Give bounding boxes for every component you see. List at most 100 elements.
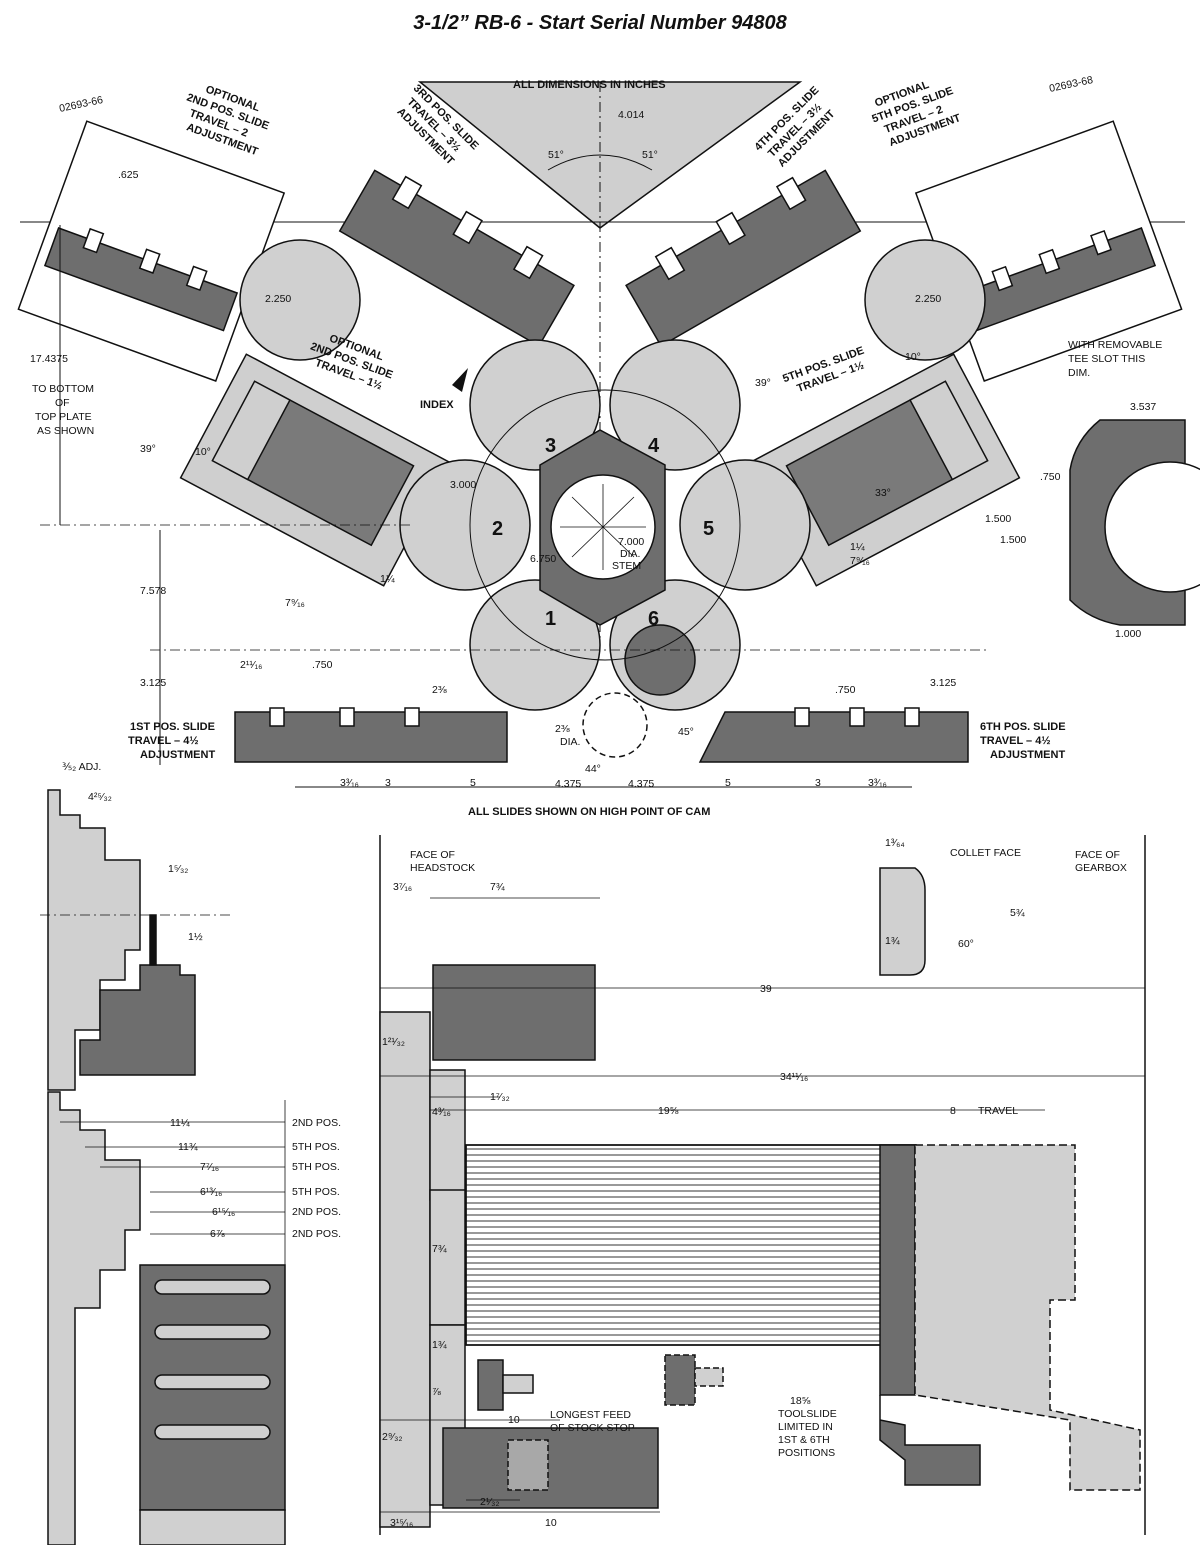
dimension-label: 1¾	[432, 1339, 447, 1351]
label-opt5-top: OPTIONAL 5TH POS. SLIDE TRAVEL – 2 ADJUS…	[870, 79, 962, 149]
note-all-dimensions: ALL DIMENSIONS IN INCHES	[513, 79, 666, 91]
dim-45: 45°	[678, 726, 694, 738]
spindle-2: 2	[492, 518, 503, 540]
dimension-label: 3	[385, 777, 391, 789]
dim-1500-b: 1.500	[1000, 534, 1026, 546]
side-elevation	[379, 835, 1146, 1535]
dimension-label: TOP PLATE	[35, 411, 92, 423]
index-arrow-icon	[452, 368, 468, 392]
dim-adj: ⅗₂ ADJ.	[62, 761, 101, 773]
dim-4014: 4.014	[618, 109, 644, 121]
dimension-label: STEM	[612, 560, 641, 572]
dimension-label: 2⅜	[555, 723, 570, 735]
dimension-label: 1³⁄₆₄	[885, 837, 905, 849]
pos5-mid-slide	[749, 353, 1021, 587]
dimension-label: AS SHOWN	[37, 425, 94, 437]
dimension-label: 6¹³⁄₁₆	[200, 1186, 222, 1198]
dimension-label: 6⅞	[210, 1228, 225, 1240]
dimension-label: 1ST POS. SLIDE	[130, 721, 215, 733]
dim-3000: 3.000	[450, 479, 476, 491]
dimension-label: 34¹¹⁄₁₆	[780, 1071, 808, 1083]
dimension-label: WITH REMOVABLE	[1068, 339, 1162, 351]
dimension-label: 2ND POS.	[292, 1206, 341, 1218]
dim-3125-left: 3.125	[140, 677, 166, 689]
dim-51-left: 51°	[548, 149, 564, 161]
dimension-label: 5TH POS.	[292, 1141, 340, 1153]
dimension-label: 2ND POS.	[292, 1117, 341, 1129]
dim-6750: 6.750	[530, 553, 556, 565]
dim-51-right: 51°	[642, 149, 658, 161]
dimension-label: 2¹¹⁄₁₆	[240, 659, 262, 671]
spindle-6: 6	[648, 608, 659, 630]
dimension-label: 7⁹⁄₁₆	[850, 555, 870, 567]
dimension-label: 60°	[958, 938, 974, 950]
dimension-label: POSITIONS	[778, 1447, 835, 1459]
spindle-5-circle	[679, 459, 811, 591]
dimension-label: 10	[545, 1517, 557, 1529]
dim-10-left: 10°	[195, 446, 211, 458]
dimension-label: 11¼	[170, 1117, 190, 1129]
note-index: INDEX	[420, 399, 454, 411]
dimension-label: 10	[508, 1414, 520, 1426]
dimension-label: 1¼	[850, 541, 865, 553]
dimension-label: HEADSTOCK	[410, 862, 475, 874]
dimension-label: 5	[470, 777, 476, 789]
note-travel: TRAVEL	[978, 1105, 1018, 1117]
dimension-label: 2⁹⁄₃₂	[382, 1431, 402, 1443]
dimension-label: 3¹⁵⁄₁₆	[390, 1517, 413, 1529]
dimension-label: TRAVEL – 4½	[128, 735, 199, 747]
left-side-views: ⅗₂ ADJ. 4²⁵⁄₃₂ 1⁵⁄₃₂ 1½	[40, 761, 341, 1545]
dim-3537: 3.537	[1130, 401, 1156, 413]
dimension-label: DIA.	[560, 736, 580, 748]
spindle-4: 4	[648, 435, 660, 457]
dim-750: .750	[1040, 471, 1061, 483]
dimension-label: TO BOTTOM	[32, 383, 94, 395]
dim-17: 17.4375	[30, 353, 68, 365]
note-all-slides: ALL SLIDES SHOWN ON HIGH POINT OF CAM	[468, 806, 710, 818]
note-face-gearbox: FACE OF	[1075, 849, 1120, 861]
stock-stop-block	[442, 1427, 659, 1509]
dim-3125-right: 3.125	[930, 677, 956, 689]
note-collet-face: COLLET FACE	[950, 847, 1021, 859]
dimension-label: ⅞	[432, 1386, 441, 1398]
dimension-label: 1²¹⁄₃₂	[382, 1036, 405, 1048]
tee-slot-view	[1069, 419, 1200, 626]
dimension-label: 19⅝	[658, 1105, 679, 1117]
dimension-label: 7.000	[618, 536, 644, 548]
dimension-label: .750	[312, 659, 333, 671]
dimension-label: 3³⁄₁₆	[868, 777, 887, 789]
dimension-label: 4³⁄₁₆	[432, 1106, 451, 1118]
dimension-label: 5TH POS.	[292, 1161, 340, 1173]
dimension-label: 1¼	[380, 573, 395, 585]
dimension-label: ADJUSTMENT	[990, 749, 1065, 761]
dimension-label: 7⁷⁄₁₆	[200, 1161, 219, 1173]
dimension-label: .750	[835, 684, 856, 696]
pos3-slide	[338, 169, 575, 348]
dimension-label: 2⅜	[432, 684, 447, 696]
dimension-label: OF	[55, 397, 70, 409]
dimension-label: 3³⁄₁₆	[340, 777, 359, 789]
drawing-number-left: 02693-66	[58, 94, 104, 115]
dimension-label: DIM.	[1068, 367, 1090, 379]
dim-44: 44°	[585, 763, 601, 775]
dimension-label: LIMITED IN	[778, 1421, 833, 1433]
upper-left-section: ⅗₂ ADJ. 4²⁵⁄₃₂ 1⁵⁄₃₂ 1½	[40, 761, 230, 1091]
top-v-area	[417, 81, 803, 229]
dimension-label: 39	[760, 983, 772, 995]
dimension-label: 7¾	[432, 1243, 447, 1255]
label-opt2-top: OPTIONAL 2ND POS. SLIDE TRAVEL – 2 ADJUS…	[185, 84, 271, 159]
dimension-label: 5	[725, 777, 731, 789]
dimension-label: 5TH POS.	[292, 1186, 340, 1198]
pos6-slide	[698, 711, 969, 763]
dimension-label: ADJUSTMENT	[140, 749, 215, 761]
dim-1000: 1.000	[1115, 628, 1141, 640]
dimension-label: 1¾	[885, 935, 900, 947]
dimension-label: 6¹⁵⁄₁₆	[212, 1206, 235, 1218]
dim-2250-right: 2.250	[915, 293, 941, 305]
dimension-label: 3⁷⁄₁₆	[393, 881, 412, 893]
opt2-top-slide	[17, 120, 286, 382]
dimension-label: 2¹⁄₃₂	[480, 1496, 499, 1508]
note-longest-feed: LONGEST FEED	[550, 1409, 631, 1421]
dim-1500-a: 1.500	[985, 513, 1011, 525]
